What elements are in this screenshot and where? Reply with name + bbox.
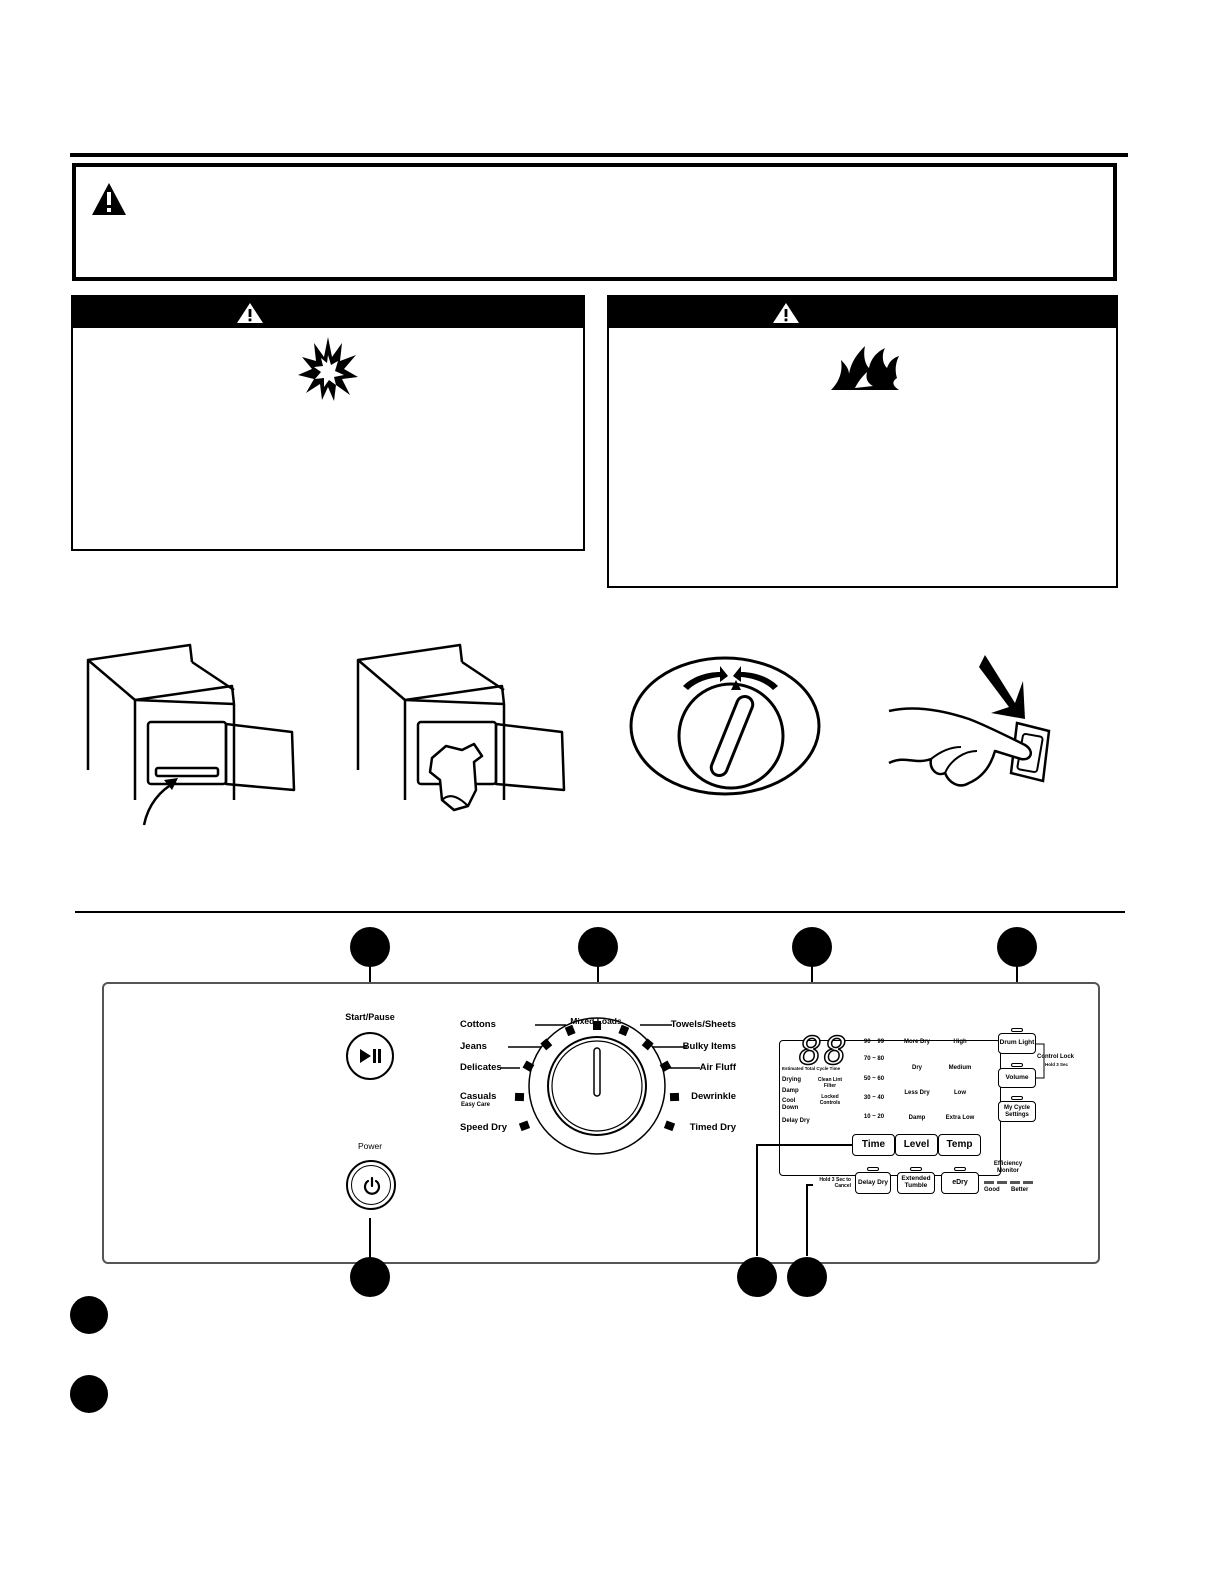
status-cool-down: Cool Down xyxy=(782,1098,799,1111)
status-damp: Damp xyxy=(782,1088,799,1094)
my-cycle-settings-button[interactable]: My Cycle Settings xyxy=(998,1101,1036,1122)
extended-tumble-led xyxy=(910,1167,922,1171)
level-value: Damp xyxy=(908,1115,926,1121)
callout-leader xyxy=(806,1184,808,1256)
cycle-cottons: Cottons xyxy=(460,1019,496,1030)
control-lock-sub: Hold 3 Sec xyxy=(1045,1062,1069,1067)
cycle-casuals-sub: Easy Care xyxy=(461,1102,491,1108)
callout-marker xyxy=(737,1257,777,1297)
status-delay-dry: Delay Dry xyxy=(782,1118,810,1124)
status-locked-controls: Locked Controls xyxy=(819,1094,841,1106)
cycle-air-fluff: Air Fluff xyxy=(699,1062,736,1073)
temp-value: High xyxy=(953,1039,967,1045)
cycle-speed-dry: Speed Dry xyxy=(460,1122,507,1133)
play-pause-icon xyxy=(360,1049,381,1063)
callout-leader xyxy=(369,1218,371,1264)
hold-cancel-note: Hold 3 Sec to Cancel xyxy=(819,1177,851,1189)
explosion-warning-panel xyxy=(71,295,585,551)
cycle-dial[interactable] xyxy=(480,1010,720,1155)
list-marker xyxy=(70,1375,108,1413)
dryer-lint-filter-illustration xyxy=(86,643,296,826)
callout-leader xyxy=(756,1144,758,1256)
time-value: 10 ~ 20 xyxy=(863,1114,885,1120)
drum-light-button[interactable]: Drum Light xyxy=(998,1033,1036,1054)
temp-button[interactable]: Temp xyxy=(938,1134,981,1156)
delay-dry-button[interactable]: Delay Dry xyxy=(855,1172,891,1194)
cycle-mixed-loads: Mixed Loads xyxy=(570,1016,622,1026)
fire-icon xyxy=(831,346,899,390)
warning-triangle-icon xyxy=(92,183,126,215)
cycle-casuals: Casuals xyxy=(460,1091,497,1102)
temp-value: Medium xyxy=(948,1065,972,1071)
dryer-clothes-illustration xyxy=(356,643,566,812)
power-button[interactable] xyxy=(346,1160,396,1210)
level-value: More Dry xyxy=(903,1039,930,1045)
cycle-delicates: Delicates xyxy=(460,1062,502,1073)
warning-header-bar xyxy=(73,297,583,328)
time-display-digits: 88 xyxy=(798,1028,849,1074)
warning-box xyxy=(72,163,1117,281)
time-value: 30 ~ 40 xyxy=(863,1095,885,1101)
fire-warning-panel xyxy=(607,295,1118,588)
cycle-towels-sheets: Towels/Sheets xyxy=(670,1019,736,1030)
my-cycle-led xyxy=(1011,1096,1023,1100)
explosion-icon xyxy=(298,337,358,401)
status-clean-lint-filter: Clean Lint Filter xyxy=(817,1077,843,1089)
estimated-time-label: Estimated Total Cycle Time xyxy=(782,1066,841,1071)
cycle-timed-dry: Timed Dry xyxy=(689,1122,736,1133)
list-marker xyxy=(70,1296,108,1334)
warning-triangle-icon xyxy=(237,303,263,323)
callout-leader xyxy=(756,1144,852,1146)
section-rule xyxy=(75,911,1125,913)
callout-marker xyxy=(350,927,390,967)
callout-marker xyxy=(792,927,832,967)
level-value: Less Dry xyxy=(904,1090,930,1096)
level-button[interactable]: Level xyxy=(895,1134,938,1156)
volume-led xyxy=(1011,1063,1023,1067)
status-drying: Drying xyxy=(782,1077,802,1083)
edry-button[interactable]: eDry xyxy=(941,1172,979,1194)
drum-light-led xyxy=(1011,1028,1023,1032)
time-value: 90 ~ 99 xyxy=(863,1039,885,1045)
volume-button[interactable]: Volume xyxy=(998,1068,1036,1088)
start-pause-label: Start/Pause xyxy=(345,1012,395,1022)
efficiency-monitor-label: Efficiency Monitor xyxy=(993,1161,1023,1175)
callout-marker xyxy=(578,927,618,967)
time-value: 70 ~ 80 xyxy=(863,1056,885,1062)
press-button-illustration xyxy=(888,655,1051,787)
callout-marker xyxy=(997,927,1037,967)
time-button[interactable]: Time xyxy=(852,1134,895,1156)
control-lock-label: Control Lock xyxy=(1037,1054,1074,1060)
callout-marker xyxy=(350,1257,390,1297)
level-value: Dry xyxy=(911,1065,922,1071)
edry-led xyxy=(954,1167,966,1171)
knob-turn-illustration xyxy=(629,656,821,796)
time-value: 50 ~ 60 xyxy=(863,1076,885,1082)
control-lock-bracket xyxy=(1036,1043,1045,1079)
callout-marker xyxy=(787,1257,827,1297)
temp-value: Extra Low xyxy=(945,1115,975,1121)
start-pause-button[interactable] xyxy=(346,1032,394,1080)
delay-dry-led xyxy=(867,1167,879,1171)
power-label: Power xyxy=(357,1141,383,1151)
efficiency-better: Better xyxy=(1011,1187,1029,1193)
callout-leader xyxy=(806,1184,813,1186)
cycle-jeans: Jeans xyxy=(460,1041,487,1052)
temp-value: Low xyxy=(954,1090,966,1096)
extended-tumble-button[interactable]: Extended Tumble xyxy=(897,1172,935,1194)
efficiency-good: Good xyxy=(984,1187,1000,1193)
cycle-dewrinkle: Dewrinkle xyxy=(691,1091,736,1102)
warning-header-bar xyxy=(609,297,1116,328)
power-icon xyxy=(363,1176,381,1195)
efficiency-indicator xyxy=(984,1181,1033,1184)
cycle-bulky-items: Bulky Items xyxy=(682,1041,736,1052)
warning-triangle-icon xyxy=(773,303,799,323)
top-rule xyxy=(70,153,1128,157)
